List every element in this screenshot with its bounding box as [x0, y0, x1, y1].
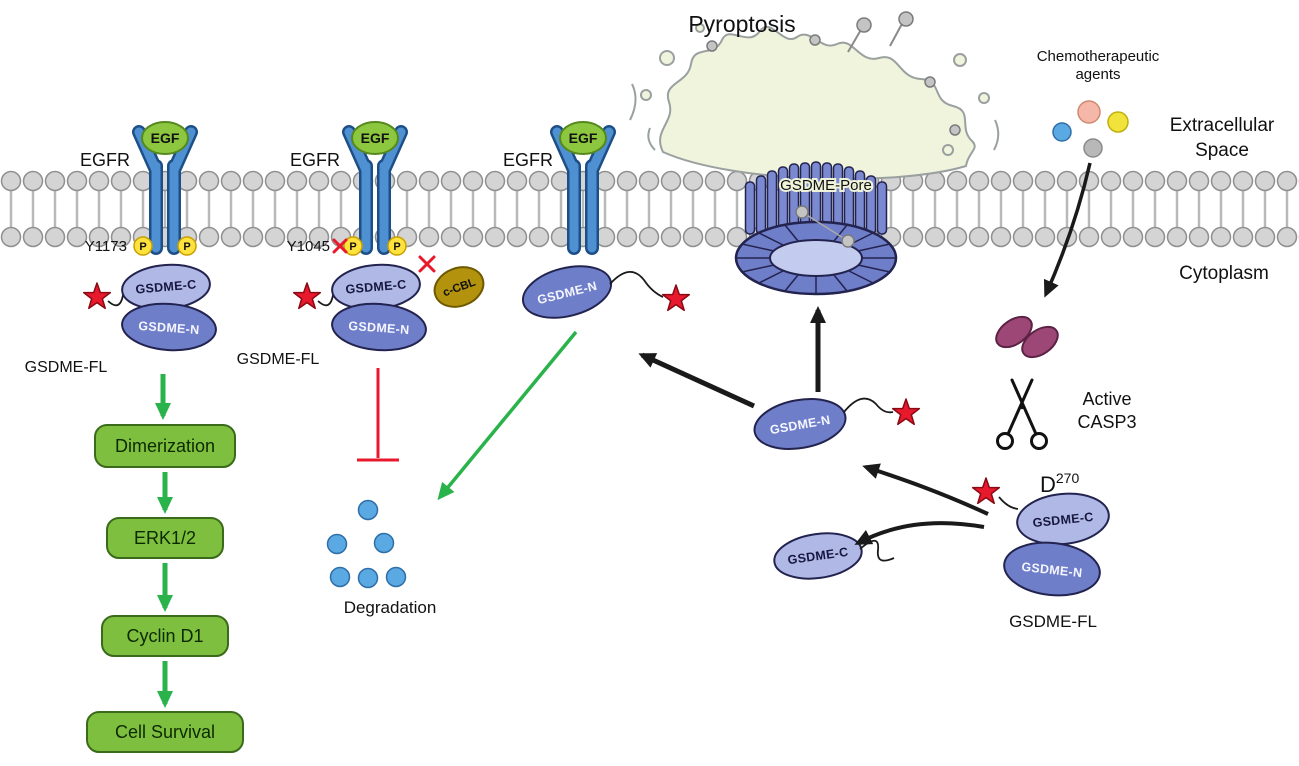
pyroptosis-label: Pyroptosis — [688, 11, 795, 37]
blocked-phospho-x-icon — [332, 238, 348, 254]
gsdme-fl-substrate: D270 GSDME-C GSDME-N GSDME-FL — [971, 470, 1110, 631]
erk-label: ERK1/2 — [134, 528, 196, 548]
casp3-lobe — [995, 315, 1033, 349]
casp3-lobe — [1021, 325, 1059, 359]
gsdme-n-label: GSDME-N — [138, 319, 200, 337]
gsdme-c-blob — [1016, 492, 1110, 546]
pore-bead-icon — [795, 205, 809, 219]
released-bead-icon — [924, 76, 936, 88]
released-damp-icon — [889, 11, 914, 47]
chemo-agents-label: Chemotherapeutic — [1037, 48, 1160, 65]
pore-bead-icon — [841, 234, 855, 248]
degradation-inhibition — [357, 368, 399, 462]
gsdme-n-degradation-arrow — [437, 330, 578, 501]
drug-particle-salmon — [1077, 100, 1101, 124]
cell-survival-label: Cell Survival — [115, 722, 215, 742]
gsdme-c-blob — [773, 532, 863, 580]
gsdme-n-blob — [521, 265, 613, 319]
pyroptosis-burst — [629, 11, 1000, 180]
cell-survival-box — [86, 711, 244, 753]
blocked-ccbl-x-icon — [418, 255, 436, 273]
gsdme-c-label: GSDME-C — [135, 277, 197, 296]
degradation-cluster: Degradation — [326, 499, 437, 617]
gsdme-fl-complex-1: GSDME-C GSDME-N GSDME-FL — [25, 263, 217, 376]
cyclin-d1-label: Cyclin D1 — [126, 626, 203, 646]
gsdme-fl-label-1: GSDME-FL — [25, 359, 108, 376]
linker-star-icon — [661, 284, 691, 312]
phospho-site — [177, 236, 197, 256]
gsdme-fl-label-right: GSDME-FL — [1009, 612, 1097, 631]
gsdme-n-blob — [331, 302, 427, 352]
dimerization-label: Dimerization — [115, 436, 215, 456]
gsdme-pore-label: GSDME-Pore — [780, 177, 872, 194]
active-casp3: Active CASP3 — [995, 315, 1137, 432]
gsdme-n-label: GSDME-N — [348, 319, 410, 337]
egfr-label-1: EGFR — [80, 150, 130, 170]
erk-box — [106, 517, 224, 559]
gsdme-n-fragment-membrane: GSDME-N — [521, 265, 691, 319]
gsdme-fl-label-2: GSDME-FL — [237, 351, 320, 368]
free-gsdme-c-fragment: GSDME-C — [773, 532, 895, 580]
gsdme-pore: GSDME-Pore — [734, 161, 898, 296]
active-casp3-label: Active — [1082, 389, 1131, 409]
growth-pathway: Dimerization ERK1/2 Cyclin D1 Cell Survi… — [86, 374, 244, 753]
gsdme-c-label: GSDME-C — [1032, 510, 1094, 530]
pore-crown — [744, 161, 888, 235]
n-to-membrane-arrow — [638, 352, 756, 409]
gsdme-fl-complex-2: GSDME-C GSDME-N GSDME-FL — [237, 263, 427, 368]
degradation-label: Degradation — [344, 598, 437, 617]
linker-star-icon — [891, 398, 921, 426]
cyclin-d1-box — [101, 615, 229, 657]
released-damp-icon — [847, 17, 872, 53]
egfr-label-3: EGFR — [503, 150, 553, 170]
y1173-label: Y1173 — [85, 238, 127, 255]
cleavage-site-label: D270 — [1040, 470, 1079, 497]
y1045-label: Y1045 — [287, 238, 330, 255]
gsdme-n-blob — [121, 302, 217, 352]
released-bead-icon — [949, 124, 961, 136]
extracellular-space-label: Space — [1195, 140, 1249, 161]
dimerization-box — [94, 424, 236, 468]
phospho-site — [387, 236, 407, 256]
drug-particle-blue — [1052, 122, 1072, 142]
cleavage-to-n-arrow — [862, 463, 989, 516]
ccbl-protein: c-CBL — [433, 266, 485, 308]
cytoplasm-label: Cytoplasm — [1179, 263, 1269, 284]
drug-particle-yellow — [1107, 111, 1129, 133]
gsdme-n-blob — [753, 398, 847, 450]
linker-star-icon — [82, 282, 112, 310]
chemo-agent-particles — [1052, 100, 1129, 158]
cleavage-to-c-arrow — [854, 521, 985, 545]
linker-star-icon — [971, 477, 1001, 505]
released-bead-icon — [706, 40, 718, 52]
cell-membrane — [0, 170, 1299, 248]
linker-star-icon — [292, 282, 322, 310]
phospho-site — [133, 236, 153, 256]
active-casp3-label: CASP3 — [1077, 412, 1136, 432]
gsdme-n-label: GSDME-N — [1021, 560, 1083, 580]
egfr-label-2: EGFR — [290, 150, 340, 170]
scissors-icon — [996, 378, 1048, 450]
extracellular-space-label: Extracellular — [1170, 115, 1275, 136]
chemo-to-casp3-arrow — [1043, 162, 1092, 298]
gsdme-c-label: GSDME-C — [345, 277, 407, 296]
released-bead-icon — [809, 34, 821, 46]
gsdme-n-blob — [1003, 541, 1101, 597]
free-gsdme-n-fragment: GSDME-N — [753, 397, 921, 450]
pore-mouth — [734, 220, 898, 296]
drug-particle-gray — [1083, 138, 1103, 158]
chemo-agents-label: agents — [1075, 66, 1120, 83]
